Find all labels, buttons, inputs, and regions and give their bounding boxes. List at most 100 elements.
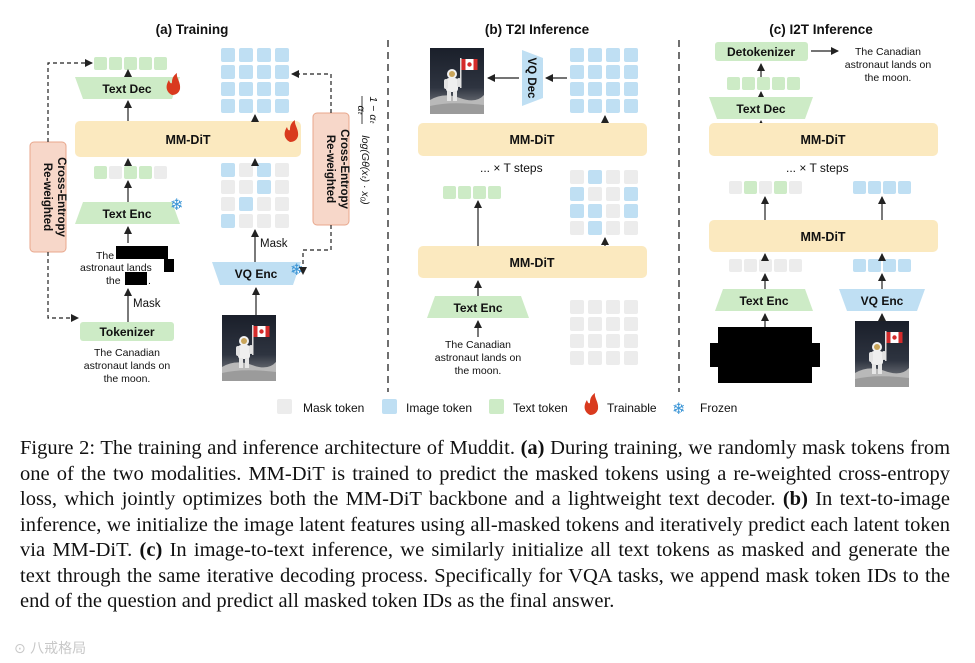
text-enc-label-a: Text Enc [102, 207, 151, 221]
caption-c-tag: (c) [139, 539, 163, 561]
loss-dashed-path-left [47, 59, 93, 142]
vq-enc-label-c: VQ Enc [861, 294, 904, 308]
caption-b-text: In text-to-image inference, we initializ… [20, 488, 951, 561]
vq-enc-label-a: VQ Enc [235, 267, 278, 281]
image-tokens-c-bottom [853, 259, 911, 272]
image-token-grid-a [221, 48, 289, 113]
svg-text:The: The [96, 250, 114, 262]
detokenizer-label: Detokenizer [727, 45, 795, 59]
text-tokens-a [94, 166, 167, 179]
loss-box-right: Re-weighted Cross-Entropy [312, 112, 350, 226]
partial-text-tokens-c [729, 181, 802, 194]
legend-flame-icon [584, 393, 599, 415]
architecture-diagram: (a) Training Text Dec MM-DiT T [29, 22, 938, 418]
panel-c-title: (c) I2T Inference [769, 22, 873, 37]
text-enc-block-a: Text Enc [75, 202, 180, 224]
loss-dashed-path-right [291, 70, 332, 113]
svg-text:the moon.: the moon. [865, 72, 912, 84]
svg-text:the moon.: the moon. [104, 373, 151, 385]
svg-text:1 − αₜ: 1 − αₜ [367, 97, 379, 125]
frozen-snowflake-icon: ❄ [170, 197, 183, 214]
mm-dit-block-c-top: MM-DiT [709, 123, 938, 156]
masked-image-grid-b [570, 300, 638, 365]
output-caption-c: The Canadian astronaut lands on the moon… [845, 46, 932, 84]
image-token-grid-b [570, 48, 638, 113]
vq-enc-block-c: VQ Enc [839, 289, 925, 311]
figure-caption: Figure 2: The training and inference arc… [20, 436, 950, 615]
panel-a-title: (a) Training [156, 22, 229, 37]
svg-text:The Canadian: The Canadian [855, 46, 921, 58]
text-enc-block-c: Text Enc [715, 289, 813, 311]
svg-text:astronaut lands on: astronaut lands on [845, 59, 932, 71]
svg-text:Re-weighted: Re-weighted [41, 163, 53, 231]
legend-text-label: Text token [513, 401, 568, 415]
legend: Mask token Image token Text token Traina… [277, 393, 737, 418]
trainable-flame-icon [284, 120, 299, 142]
svg-text:Cross-Entropy: Cross-Entropy [55, 157, 67, 237]
vq-dec-label: VQ Dec [525, 58, 537, 100]
svg-text:astronaut lands: astronaut lands [80, 262, 152, 274]
legend-image-swatch [382, 399, 397, 414]
input-caption-a: The Canadian astronaut lands on the moon… [84, 347, 171, 385]
masked-image-grid-a [221, 163, 289, 228]
legend-text-swatch [489, 399, 504, 414]
mask-label-img-a: Mask [260, 238, 288, 250]
mm-dit-label-b-top: MM-DiT [509, 133, 554, 147]
steps-label-b: ... × T steps [480, 161, 543, 175]
mm-dit-block-b-top: MM-DiT [418, 123, 647, 156]
text-dec-output-tokens-c [727, 77, 800, 90]
partial-image-grid-b [570, 170, 638, 235]
svg-text:.: . [148, 275, 151, 287]
image-tokens-c-top [853, 181, 911, 194]
svg-text:The Canadian: The Canadian [445, 339, 511, 351]
caption-b-tag: (b) [782, 488, 808, 510]
masked-caption-a: The astronaut lands the . [80, 246, 174, 287]
tokenizer-block: Tokenizer [80, 322, 174, 341]
svg-text:log(Gθ(xₜ) · x₀): log(Gθ(xₜ) · x₀) [359, 135, 371, 204]
svg-text:the: the [106, 275, 121, 287]
mask-label-text-a: Mask [133, 298, 161, 310]
redacted-question-block [710, 327, 820, 383]
svg-text:astronaut lands on: astronaut lands on [435, 352, 522, 364]
text-dec-label-a: Text Dec [102, 82, 151, 96]
astronaut-image-a [222, 315, 276, 381]
svg-text:astronaut lands on: astronaut lands on [84, 360, 171, 372]
caption-c-text: In image-to-text inference, we similarly… [20, 539, 951, 612]
legend-frozen-label: Frozen [700, 401, 737, 415]
mm-dit-label-c-top: MM-DiT [800, 133, 845, 147]
text-dec-label-c: Text Dec [736, 102, 785, 116]
text-dec-block-a: Text Dec [75, 77, 180, 99]
panel-b-title: (b) T2I Inference [485, 22, 590, 37]
loss-box-left: Re-weighted Cross-Entropy [29, 141, 67, 253]
text-enc-label-b: Text Enc [453, 301, 502, 315]
svg-text:The Canadian: The Canadian [94, 347, 160, 359]
input-caption-b: The Canadian astronaut lands on the moon… [435, 339, 522, 377]
astronaut-image-b [430, 48, 484, 114]
legend-mask-label: Mask token [303, 401, 364, 415]
mm-dit-block-c-bottom: MM-DiT [709, 220, 938, 252]
legend-trainable-label: Trainable [607, 401, 657, 415]
steps-label-c: ... × T steps [786, 161, 849, 175]
svg-text:αₜ: αₜ [355, 105, 367, 115]
mm-dit-block-b-bottom: MM-DiT [418, 246, 647, 278]
text-enc-block-b: Text Enc [427, 296, 529, 318]
text-dec-output-tokens [94, 57, 167, 70]
legend-image-label: Image token [406, 401, 472, 415]
svg-text:Cross-Entropy: Cross-Entropy [338, 129, 350, 209]
vq-dec-block: VQ Dec [522, 50, 543, 106]
astronaut-image-c [855, 321, 909, 387]
mm-dit-label-a: MM-DiT [165, 133, 210, 147]
masked-text-tokens-c [729, 259, 802, 272]
svg-text:the moon.: the moon. [455, 365, 502, 377]
tokenizer-label: Tokenizer [99, 325, 154, 339]
legend-snowflake-icon: ❄ [672, 401, 685, 418]
legend-mask-swatch [277, 399, 292, 414]
detokenizer-block: Detokenizer [715, 42, 808, 61]
text-tokens-b [443, 186, 501, 199]
loss-formula: αₜ 1 − αₜ log(Gθ(xₜ) · x₀) [355, 96, 379, 205]
mm-dit-label-b-bottom: MM-DiT [509, 256, 554, 270]
text-dec-block-c: Text Dec [709, 97, 813, 119]
watermark: ⊙ 八戒格局 [14, 641, 87, 657]
svg-text:Re-weighted: Re-weighted [324, 135, 336, 203]
text-enc-label-c: Text Enc [739, 294, 788, 308]
